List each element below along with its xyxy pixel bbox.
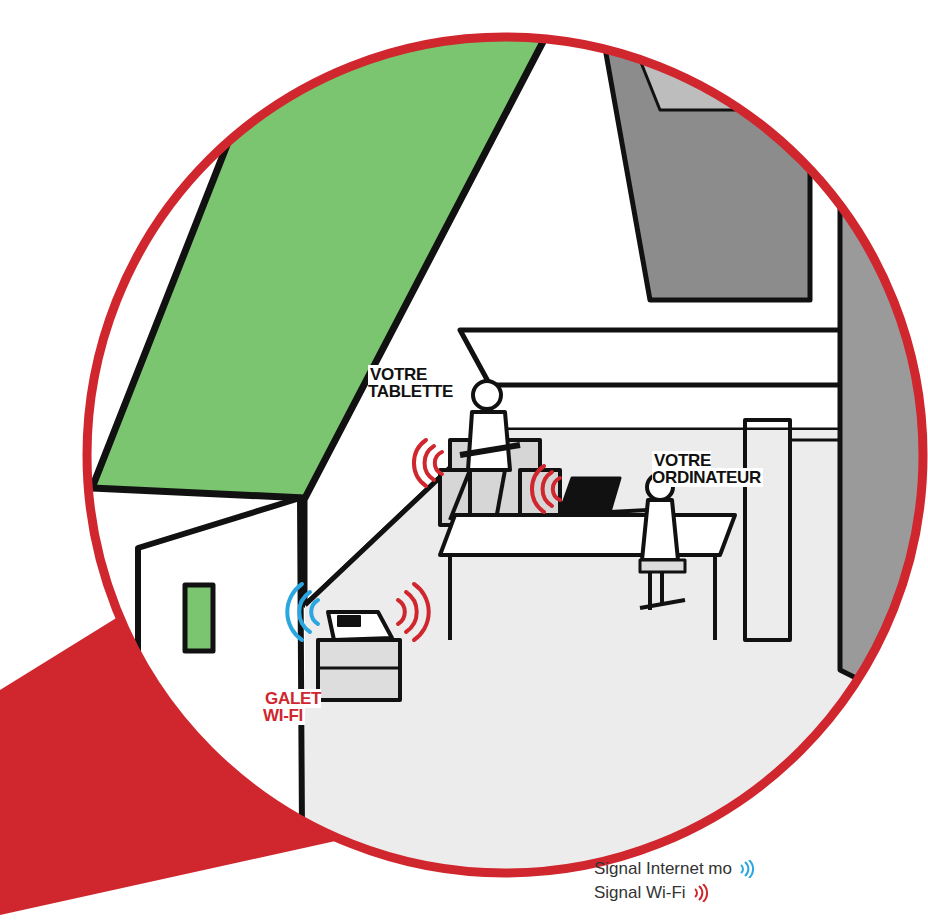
legend-row: Signal Internet mo xyxy=(594,857,756,881)
device-label: GALET WI-FI xyxy=(263,690,321,724)
legend: Signal Internet mo Signal Wi-Fi xyxy=(594,857,756,905)
legend-text: Signal Internet mo xyxy=(594,859,732,879)
device-label-text: GALET WI-FI xyxy=(263,689,321,725)
signal-icon xyxy=(692,884,710,902)
legend-text: Signal Wi-Fi xyxy=(594,883,686,903)
legend-row: Signal Wi-Fi xyxy=(594,881,756,905)
device-label-text: VOTRE ORDINATEUR xyxy=(652,451,763,487)
zoom-circle xyxy=(87,37,923,873)
device-label: VOTRE ORDINATEUR xyxy=(652,452,763,486)
signal-icon xyxy=(738,860,756,878)
device-label-text: VOTRE TABLETTE xyxy=(368,365,455,401)
device-label: VOTRE TABLETTE xyxy=(368,366,455,400)
